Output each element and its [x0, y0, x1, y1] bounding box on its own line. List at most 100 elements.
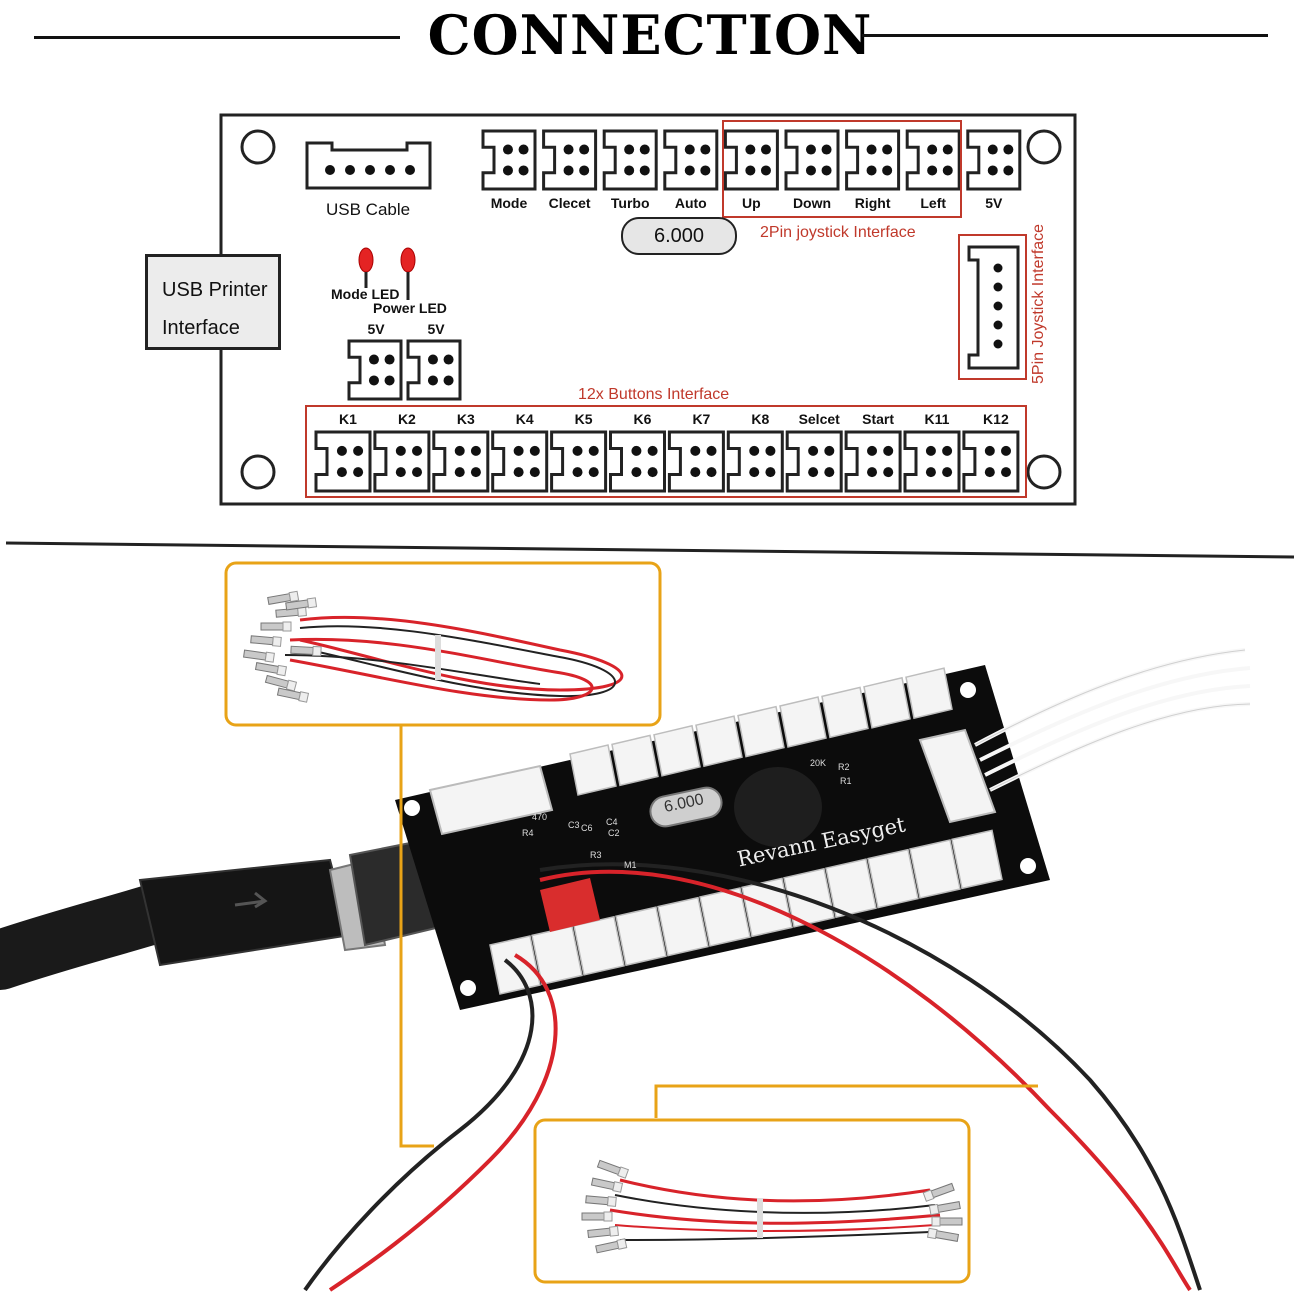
led-5v-label-1: 5V [367, 321, 385, 337]
crimp-terminal [243, 649, 275, 663]
photo-part-label: 20K [810, 758, 827, 768]
crimp-terminal [595, 1238, 628, 1254]
photo-top-connector [569, 744, 617, 796]
top-connector-label: Clecet [548, 195, 591, 211]
top-connector-up [723, 129, 779, 191]
top-connector-clecet [542, 129, 598, 191]
top-connector-label: Auto [674, 195, 707, 211]
button-connector-k3 [432, 430, 490, 493]
photo-part-label: R4 [522, 828, 534, 838]
page-title: CONNECTION [427, 3, 873, 67]
button-label: K5 [574, 411, 593, 427]
crimp-terminal [285, 597, 318, 611]
wire-red-1 [539, 869, 1192, 1292]
power-led [400, 247, 416, 300]
crimp-terminal [922, 1182, 955, 1202]
button-label: Start [862, 411, 895, 427]
top-connector-5v [966, 129, 1022, 191]
top-connector-row [481, 129, 1022, 191]
photo-part-label: M1 [624, 860, 637, 870]
top-connector-label: Mode [490, 195, 528, 211]
photo-top-connector [695, 715, 743, 768]
crimp-terminal [585, 1195, 617, 1207]
led-5v-label-2: 5V [427, 321, 445, 337]
usb-printer-line-2: Interface [162, 317, 240, 339]
title-rule-left [34, 36, 400, 39]
top-connector-label: 5V [985, 195, 1003, 211]
joystick-2pin-highlight [722, 120, 962, 218]
crimp-terminal [275, 606, 307, 618]
crimp-terminal [590, 1177, 624, 1193]
top-connector-label: Down [792, 195, 832, 211]
button-connector-k12 [962, 430, 1020, 493]
button-label: K8 [751, 411, 770, 427]
top-connector-turbo [602, 129, 658, 191]
wire-black-2 [303, 958, 535, 1292]
photo-part-label: R2 [838, 762, 850, 772]
mount-hole-tl [240, 129, 276, 165]
button-connector-k2 [373, 430, 431, 493]
button-label: K6 [633, 411, 652, 427]
button-label: K1 [339, 411, 357, 427]
mode-led-label: Mode LED [331, 286, 400, 302]
crimp-terminal [596, 1159, 630, 1179]
crimp-terminal [290, 645, 322, 657]
mount-hole-br [1026, 454, 1062, 490]
joystick-5pin-highlight [958, 234, 1027, 380]
wire-bundle-top [284, 615, 624, 702]
crystal-label: 6.000 [621, 217, 737, 255]
photo-bottom-connector [867, 848, 919, 909]
wire-red-2 [328, 953, 558, 1292]
photo-part-label: 470 [532, 812, 548, 822]
crimp-terminal [264, 674, 298, 692]
button-label: K3 [456, 411, 475, 427]
photo-part-label: R1 [840, 776, 852, 786]
crimp-terminal [581, 1211, 613, 1222]
photo-bottom-connector [489, 935, 541, 995]
top-connector-auto [663, 129, 719, 191]
button-label: K11 [924, 411, 950, 427]
crimp-terminal [267, 590, 300, 605]
button-connector-row [314, 430, 1020, 493]
photo-part-label: R3 [590, 850, 602, 860]
top-connector-left [905, 129, 961, 191]
photo-top-connector [779, 696, 827, 748]
top-connector-label: Up [742, 195, 761, 211]
photo-part-label: C4 [606, 817, 618, 827]
crimp-terminal [260, 621, 292, 632]
led-connector-power [406, 339, 462, 401]
callout-top-wires [224, 561, 662, 727]
usb-printer-line-1: USB Printer [162, 279, 268, 301]
photo-bottom-connector [951, 829, 1003, 890]
photo-bottom-connector [657, 896, 709, 957]
photo-bottom-connector [573, 915, 625, 976]
mount-hole-bl [240, 454, 276, 490]
photo-bottom-connector [825, 858, 877, 919]
photo-top-connector [653, 724, 701, 777]
button-connector-start [844, 430, 902, 493]
button-label: K12 [983, 411, 1009, 427]
photo-top-connector [863, 676, 911, 729]
button-connector-k11 [903, 430, 961, 493]
photo-bottom-connector [615, 906, 667, 967]
usb-cable-connector [305, 141, 432, 190]
wire-black-1 [539, 862, 1202, 1291]
button-label: K2 [397, 411, 416, 427]
title-rule-right [862, 34, 1268, 37]
usb-printer-interface: USB Printer Interface [145, 254, 281, 350]
button-label: Selcet [798, 411, 840, 427]
button-connector-k1 [314, 430, 372, 493]
buttons-interface-label: 12x Buttons Interface [578, 386, 730, 403]
photo-top-connector [611, 734, 659, 787]
mount-hole-tr [1026, 129, 1062, 165]
button-connector-selcet [785, 430, 843, 493]
joystick-5pin-connector [967, 245, 1020, 370]
crimp-terminal [587, 1225, 619, 1238]
button-connector-k4 [491, 430, 549, 493]
encoder-board-photo [395, 665, 1050, 1010]
joystick-5pin-label: 5Pin Joystick Interface [1030, 223, 1047, 384]
button-connector-k7 [667, 430, 725, 493]
button-connector-k5 [550, 430, 608, 493]
buttons-highlight [305, 405, 1027, 498]
